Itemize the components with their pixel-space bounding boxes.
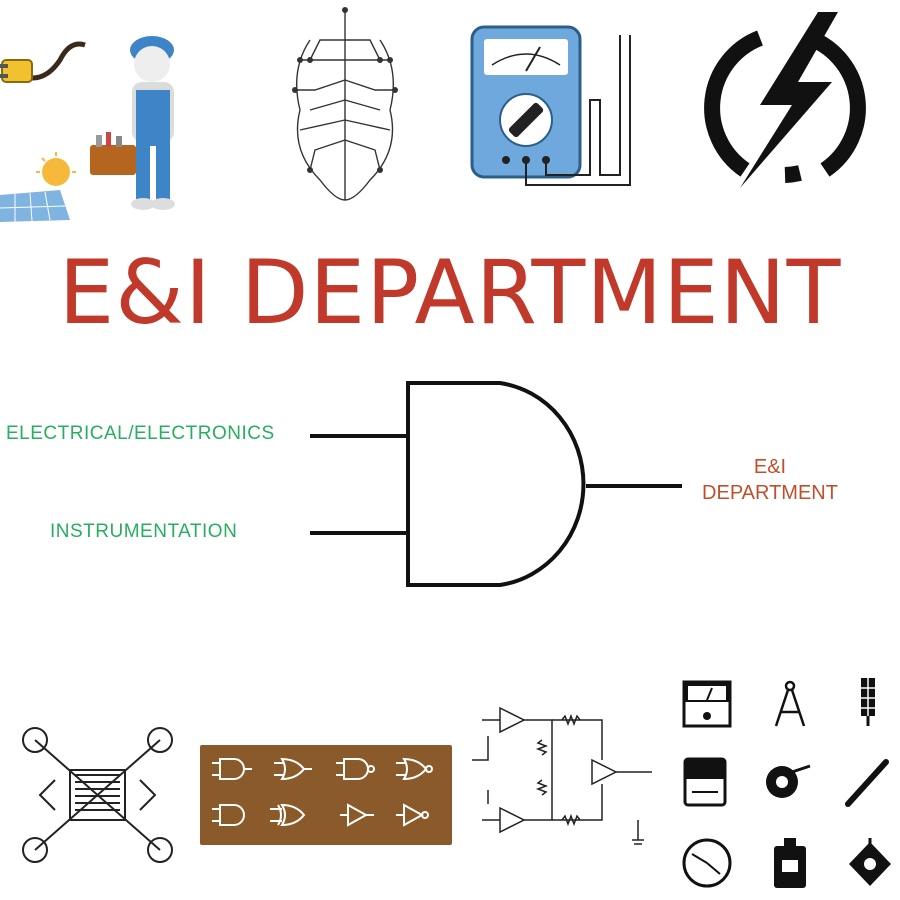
circuit-brain-icon bbox=[292, 7, 398, 201]
multimeter-icon bbox=[470, 25, 631, 186]
stick-icon bbox=[845, 759, 889, 807]
strip-icon bbox=[861, 678, 875, 726]
bottle-icon bbox=[774, 838, 806, 888]
power-plug-icon bbox=[0, 41, 86, 83]
gate-body bbox=[406, 381, 586, 587]
op-amp-circuit-icon bbox=[472, 706, 652, 845]
output-label-line2: DEPARTMENT bbox=[702, 482, 838, 504]
circuit-wrench-icon bbox=[22, 727, 173, 863]
solar-panel-icon bbox=[0, 152, 76, 222]
worker-with-toolbox-icon bbox=[90, 36, 175, 210]
valve-icon bbox=[849, 838, 891, 886]
panel-meter-icon bbox=[682, 680, 732, 728]
page-title: E&I DEPARTMENT bbox=[58, 241, 842, 344]
tape-measure-icon bbox=[766, 764, 811, 798]
and-gate bbox=[310, 381, 682, 587]
lightning-bolt-icon bbox=[704, 12, 866, 188]
input-b-label: INSTRUMENTATION bbox=[50, 521, 238, 542]
output-label-line1: E&I bbox=[753, 456, 787, 478]
output-label: E&I DEPARTMENT bbox=[680, 454, 860, 506]
beaker-icon bbox=[683, 757, 727, 807]
logic-gates-tile-icon bbox=[200, 745, 452, 845]
input-a-label: ELECTRICAL/ELECTRONICS bbox=[6, 423, 275, 444]
compass-icon bbox=[774, 680, 806, 727]
gauge-icon bbox=[682, 838, 732, 888]
